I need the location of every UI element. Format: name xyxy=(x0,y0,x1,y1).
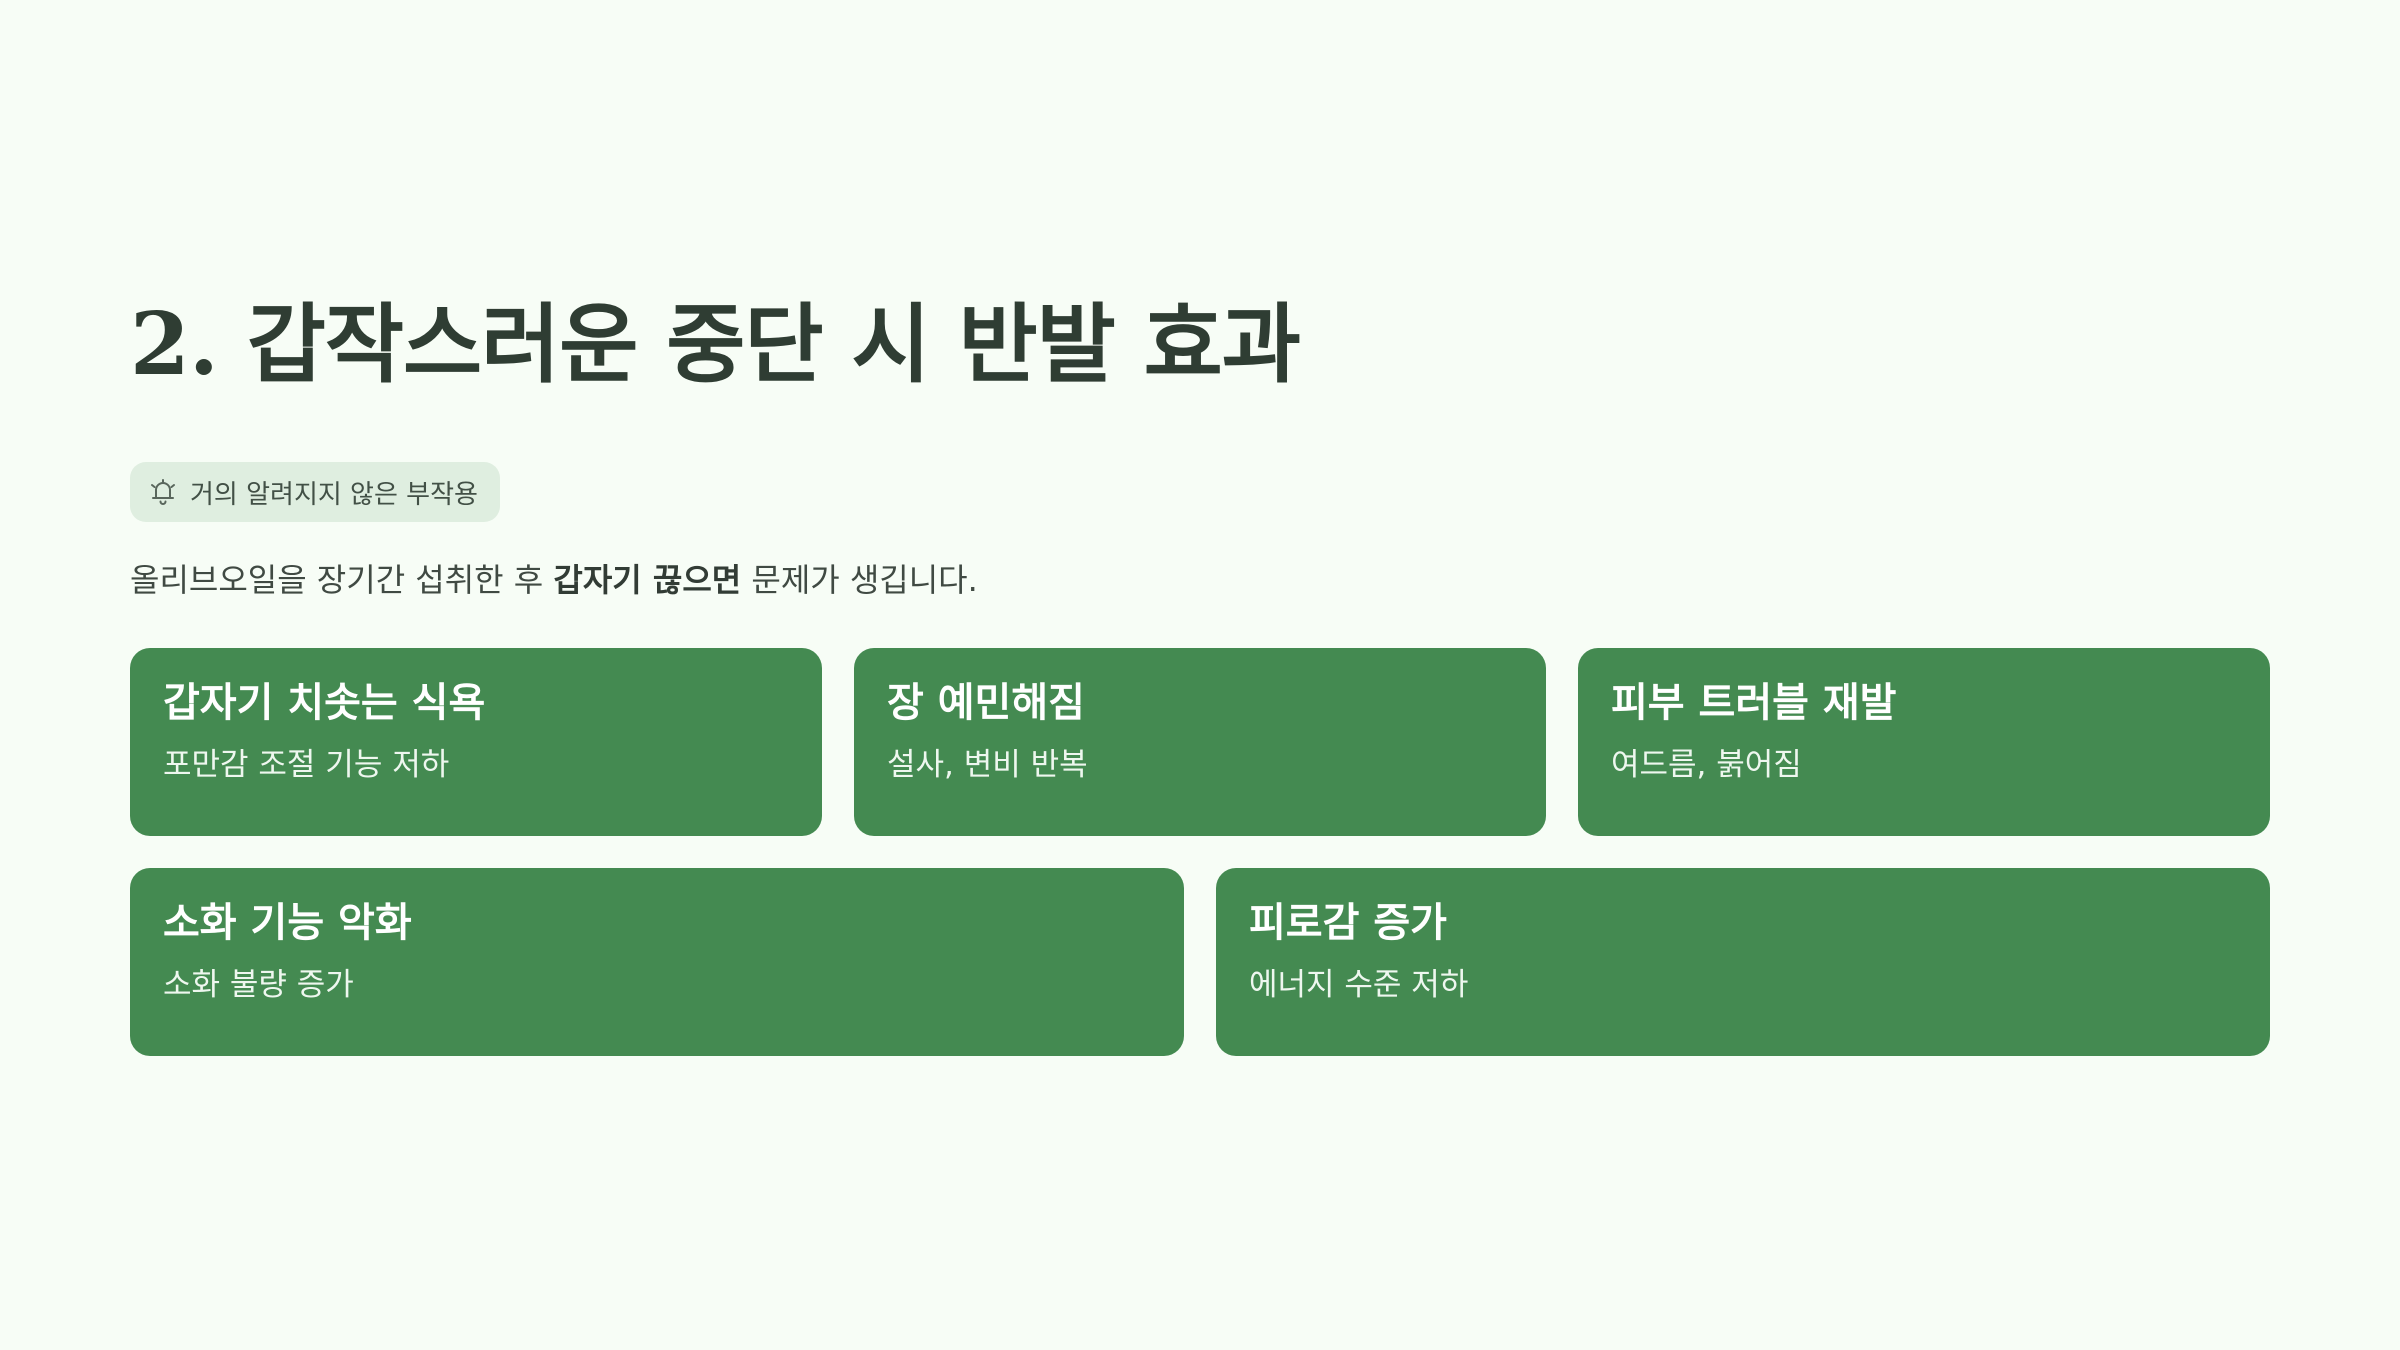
card-subtitle: 여드름, 붉어짐 xyxy=(1611,747,1802,783)
slide: 2. 갑작스러운 중단 시 반발 효과 거의 알려지지 않은 부작용 올리브오일… xyxy=(130,290,2270,1056)
description-emphasis: 갑자기 끊으면 xyxy=(553,561,742,599)
card-grid: 갑자기 치솟는 식욕 포만감 조절 기능 저하 장 예민해짐 설사, 변비 반복… xyxy=(130,648,2270,1088)
card-subtitle: 에너지 수준 저하 xyxy=(1249,967,1469,1003)
card-title: 소화 기능 악화 xyxy=(163,900,412,946)
description: 올리브오일을 장기간 섭취한 후 갑자기 끊으면 문제가 생깁니다. xyxy=(130,558,978,602)
card-subtitle: 소화 불량 증가 xyxy=(163,967,354,1003)
card-subtitle: 설사, 변비 반복 xyxy=(887,747,1088,783)
card-subtitle: 포만감 조절 기능 저하 xyxy=(163,747,450,783)
card-skin: 피부 트러블 재발 여드름, 붉어짐 xyxy=(1578,648,2270,836)
badge-label: 거의 알려지지 않은 부작용 xyxy=(190,479,478,510)
bell-icon xyxy=(148,476,178,508)
card-title: 피부 트러블 재발 xyxy=(1611,680,1897,726)
card-digestion: 소화 기능 악화 소화 불량 증가 xyxy=(130,868,1184,1056)
description-text-end: 문제가 생깁니다. xyxy=(741,561,978,599)
card-appetite: 갑자기 치솟는 식욕 포만감 조절 기능 저하 xyxy=(130,648,822,836)
card-title: 피로감 증가 xyxy=(1249,900,1447,946)
page-title: 2. 갑작스러운 중단 시 반발 효과 xyxy=(130,294,1301,395)
card-fatigue: 피로감 증가 에너지 수준 저하 xyxy=(1216,868,2270,1056)
card-row: 갑자기 치솟는 식욕 포만감 조절 기능 저하 장 예민해짐 설사, 변비 반복… xyxy=(130,648,2270,836)
card-gut: 장 예민해짐 설사, 변비 반복 xyxy=(854,648,1546,836)
card-row: 소화 기능 악화 소화 불량 증가 피로감 증가 에너지 수준 저하 xyxy=(130,868,2270,1056)
card-title: 갑자기 치솟는 식욕 xyxy=(163,680,486,726)
card-title: 장 예민해짐 xyxy=(887,680,1085,726)
status-badge: 거의 알려지지 않은 부작용 xyxy=(130,462,500,522)
description-text: 올리브오일을 장기간 섭취한 후 xyxy=(130,561,554,599)
